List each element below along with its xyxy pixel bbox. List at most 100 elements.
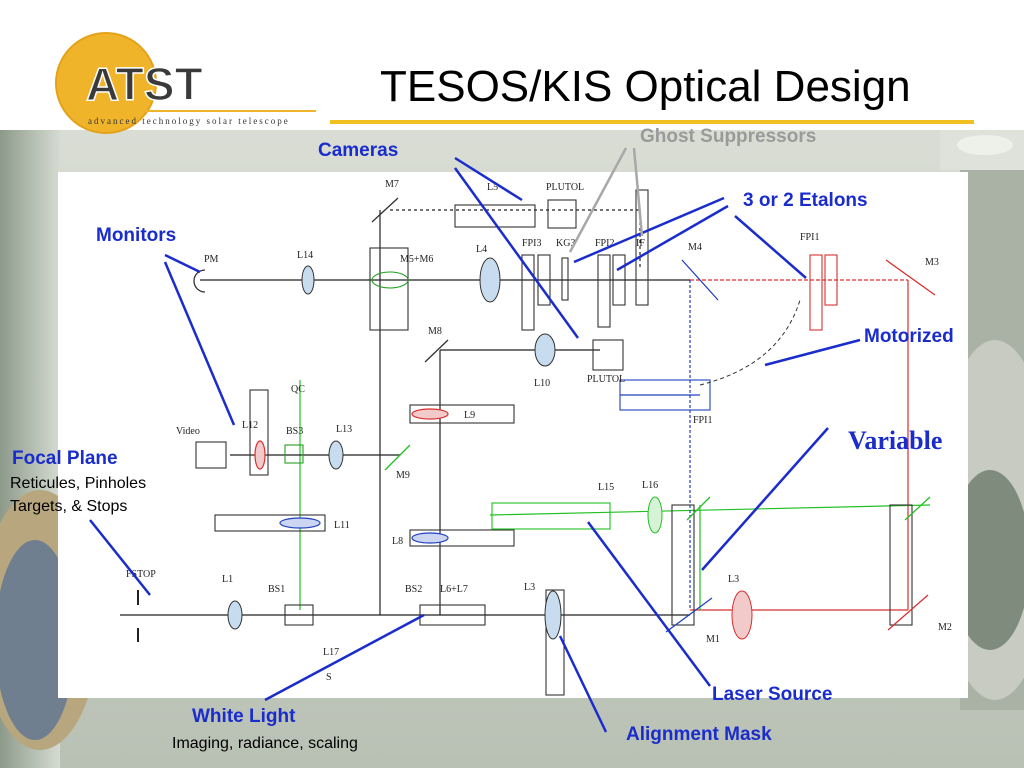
m4-mirror — [681, 259, 719, 301]
arrow-focal-plane — [89, 519, 151, 596]
l12-lens — [254, 440, 266, 470]
arrow-variable — [701, 427, 829, 571]
l9-rail — [409, 404, 515, 424]
video-camera — [195, 441, 227, 469]
camera-pluto-bottom — [592, 339, 624, 371]
camera-l5-tube — [454, 204, 536, 228]
camera-pluto-top — [547, 199, 577, 229]
m7-mirror — [371, 197, 399, 223]
m9-mirror — [384, 444, 411, 471]
label-white-light-sub: Imaging, radiance, scaling — [172, 735, 358, 752]
m2-mirror — [887, 594, 929, 631]
label-cameras: Cameras — [318, 140, 399, 161]
label-l13: L13 — [336, 424, 352, 435]
m1-mirror — [665, 597, 713, 633]
label-l9: L9 — [464, 410, 475, 421]
label-pluto1: PLUTOL — [546, 182, 584, 193]
label-l16: L16 — [642, 480, 658, 491]
label-qc: QC — [291, 384, 305, 395]
label-m3: M3 — [925, 257, 939, 268]
slide-title: TESOS/KIS Optical Design — [380, 62, 911, 111]
bs1-cube — [284, 604, 314, 626]
label-m4: M4 — [688, 242, 702, 253]
label-l5: L5 — [487, 182, 498, 193]
m5m6-block — [369, 247, 409, 331]
green-beam-laser — [489, 504, 931, 516]
l8-rail — [409, 529, 515, 547]
arrow-cameras-2 — [453, 167, 580, 339]
motorized-link — [699, 299, 801, 386]
bs3-cube — [284, 444, 304, 464]
label-if: IF — [636, 238, 645, 249]
label-bs2: BS2 — [405, 584, 422, 595]
label-motorized: Motorized — [864, 326, 954, 347]
m1-block — [671, 504, 695, 626]
pm-monitor — [193, 269, 206, 293]
l12-block — [249, 389, 269, 476]
l11-rail — [214, 514, 326, 532]
label-focal-plane-sub2: Targets, & Stops — [10, 498, 128, 515]
laser-source-tube — [491, 502, 611, 530]
label-fpi3: FPI3 — [522, 238, 541, 249]
arrow-monitors-2 — [163, 261, 236, 426]
arrow-white-light — [264, 613, 425, 702]
fpi3-etalon — [521, 254, 535, 331]
label-pluto2: PLUTOL — [587, 374, 625, 385]
arrow-laser-source — [586, 521, 712, 687]
label-fstop: FSTOP — [126, 569, 156, 580]
label-l3a: L3 — [524, 582, 535, 593]
label-white-light: White Light — [192, 706, 296, 727]
arrow-monitors-1 — [164, 253, 201, 274]
label-bs3: BS3 — [286, 426, 303, 437]
l16-lens — [647, 496, 663, 534]
logo-tagline: advanced technology solar telescope — [88, 116, 290, 126]
label-s: S — [326, 672, 332, 683]
kg3-filter — [561, 257, 569, 301]
label-etalons: 3 or 2 Etalons — [743, 190, 868, 211]
label-l6l7: L6+L7 — [440, 584, 468, 595]
l11-lens — [279, 517, 321, 529]
label-m1: M1 — [706, 634, 720, 645]
label-ghost-suppressors: Ghost Suppressors — [640, 126, 817, 147]
arrow-cameras-1 — [454, 156, 523, 202]
label-m5m6: M5+M6 — [400, 254, 433, 265]
label-fpi1: FPI1 — [800, 232, 819, 243]
m3-mirror — [885, 259, 936, 296]
title-underline — [330, 120, 974, 124]
m8-mirror — [424, 339, 449, 363]
l13-lens — [328, 440, 344, 470]
l4-lens — [479, 257, 501, 303]
label-m9: M9 — [396, 470, 410, 481]
label-pm: PM — [204, 254, 219, 265]
logo-wordmark: ATST — [86, 58, 203, 110]
l6l7-rail — [419, 604, 486, 626]
l9-lens — [411, 408, 449, 420]
label-kg3: KG3 — [556, 238, 575, 249]
if-filter — [635, 189, 649, 306]
label-focal-plane-sub1: Reticules, Pinholes — [10, 475, 147, 492]
l3-right-lens — [731, 590, 753, 640]
l14-lens — [301, 265, 315, 295]
label-m7: M7 — [385, 179, 399, 190]
label-bs1: BS1 — [268, 584, 285, 595]
atst-logo: ATST advanced technology solar telescope — [55, 32, 316, 134]
label-fpi1b: FPI1 — [693, 415, 712, 426]
label-l3b: L3 — [728, 574, 739, 585]
arrow-motorized — [764, 338, 861, 367]
label-m2: M2 — [938, 622, 952, 633]
arrow-etalons-1 — [573, 196, 725, 264]
m2-block — [889, 504, 913, 626]
label-alignment-mask: Alignment Mask — [626, 724, 772, 745]
label-l4: L4 — [476, 244, 487, 255]
fpi2-etalon — [597, 254, 611, 328]
fpi1-etalon — [809, 254, 823, 331]
label-l15: L15 — [598, 482, 614, 493]
label-l14: L14 — [297, 250, 313, 261]
label-laser-source: Laser Source — [712, 684, 833, 705]
label-focal-plane: Focal Plane — [12, 448, 118, 469]
arrow-ghost-1 — [568, 147, 628, 253]
label-monitors: Monitors — [96, 225, 177, 246]
label-variable: Variable — [848, 426, 943, 455]
label-l17: L17 — [323, 647, 339, 658]
